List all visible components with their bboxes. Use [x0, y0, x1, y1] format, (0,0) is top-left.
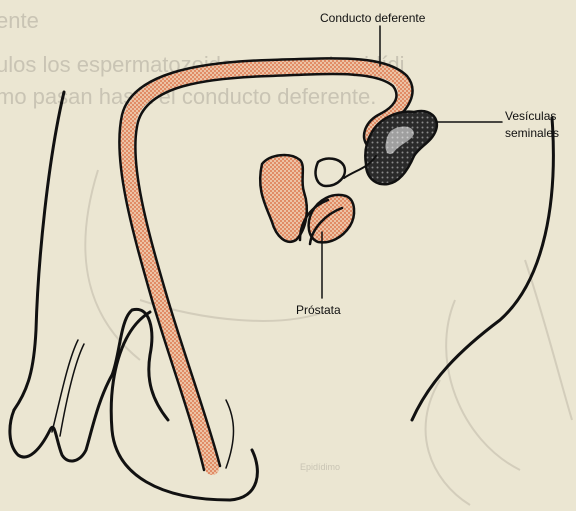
vas-deferens-stipple: [127, 66, 405, 468]
prostate-right-lobe: [309, 195, 354, 242]
right-body-outline: [412, 118, 553, 420]
label-prostate: Próstata: [296, 303, 341, 317]
label-vas-deferens: Conducto deferente: [320, 11, 426, 25]
prostate-center-lobe: [316, 159, 345, 186]
bleed-through-line-1: ente: [0, 8, 39, 33]
thigh-outline: [14, 92, 64, 410]
urethra-line: [52, 340, 84, 436]
bleed-through-faint-label: Epidídimo: [300, 462, 340, 472]
penis-outline: [10, 309, 168, 461]
vas-deferens-outer-wall: [119, 58, 412, 470]
label-seminal-vesicles-line2: seminales: [505, 126, 559, 140]
epididymis-line: [226, 400, 234, 468]
label-seminal-vesicles-line1: Vesículas: [505, 109, 556, 123]
prostate-left-lobe: [260, 155, 307, 242]
bleed-through-line-3: mo pasan hasta el conducto deferente.: [0, 84, 376, 109]
vas-deferens-inner-wall: [135, 74, 396, 466]
